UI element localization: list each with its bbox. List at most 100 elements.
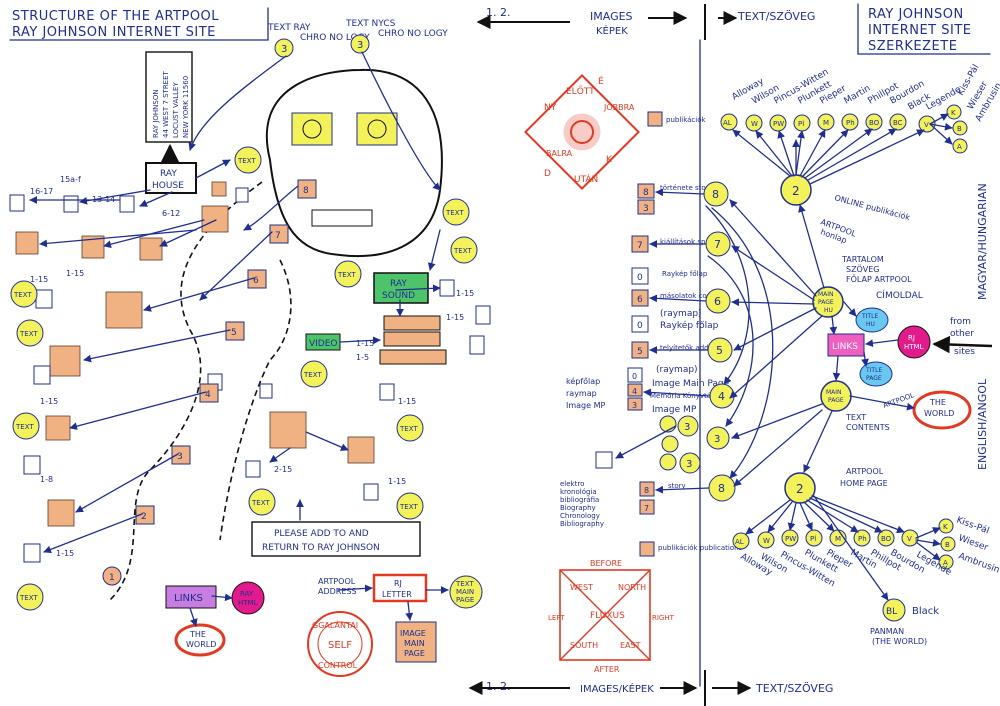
svg-text:M: M bbox=[823, 119, 829, 127]
svg-text:PLEASE ADD TO AND: PLEASE ADD TO AND bbox=[274, 529, 369, 539]
grid-nodes bbox=[15, 181, 375, 527]
svg-text:Ph: Ph bbox=[858, 535, 867, 543]
svg-text:1. 2.: 1. 2. bbox=[486, 680, 511, 693]
svg-text:RIGHT: RIGHT bbox=[652, 614, 675, 622]
svg-text:SELF: SELF bbox=[328, 640, 352, 651]
svg-text:TEXT: TEXT bbox=[445, 209, 464, 217]
chronology-nycs: 3 TEXT NYCS CHRO NO LOGY bbox=[345, 19, 448, 54]
svg-text:1-15: 1-15 bbox=[446, 313, 464, 322]
svg-text:LEFT: LEFT bbox=[548, 614, 565, 622]
svg-text:AL: AL bbox=[723, 119, 732, 127]
svg-text:15a-f: 15a-f bbox=[60, 175, 81, 184]
svg-text:7: 7 bbox=[637, 241, 643, 251]
svg-text:BO: BO bbox=[869, 119, 880, 127]
svg-text:SZÖVEG: SZÖVEG bbox=[846, 264, 879, 274]
svg-text:K: K bbox=[951, 109, 956, 117]
svg-text:0: 0 bbox=[637, 321, 643, 331]
svg-text:Image Main Page: Image Main Page bbox=[652, 379, 730, 389]
svg-text:2: 2 bbox=[792, 184, 800, 198]
svg-text:TITLE: TITLE bbox=[865, 367, 882, 374]
svg-text:D: D bbox=[544, 169, 551, 179]
rj-letter-node: RJ LETTER bbox=[372, 573, 428, 603]
svg-text:ARTPOOL: ARTPOOL bbox=[318, 577, 356, 586]
svg-text:story: story bbox=[668, 482, 686, 490]
svg-text:SOUND: SOUND bbox=[382, 291, 415, 301]
artpool-home-page-label: ARTPOOL HOME PAGE bbox=[840, 467, 888, 488]
svg-text:3: 3 bbox=[684, 422, 690, 433]
svg-text:BALRA: BALRA bbox=[546, 149, 573, 158]
svg-text:TEXT RAY: TEXT RAY bbox=[267, 23, 311, 33]
svg-text:2: 2 bbox=[141, 512, 147, 522]
svg-text:CHRO NO LOGY: CHRO NO LOGY bbox=[300, 33, 370, 43]
svg-text:Ambrusin: Ambrusin bbox=[957, 551, 1000, 575]
svg-text:2-15: 2-15 bbox=[274, 465, 292, 474]
online-publikaciok-label: ONLINE publikációk bbox=[833, 192, 911, 222]
publikaciok-top-box bbox=[647, 111, 663, 127]
svg-text:PW: PW bbox=[785, 535, 796, 543]
svg-text:elektro: elektro bbox=[560, 480, 584, 488]
svg-text:Biography: Biography bbox=[560, 504, 596, 512]
svg-text:MAIN: MAIN bbox=[818, 291, 834, 298]
svg-text:WEST: WEST bbox=[570, 583, 593, 592]
text-bubbles: TEXT TEXT TEXT TEXT TEXT TEXT TEXT TEXT … bbox=[10, 146, 478, 611]
svg-text:6: 6 bbox=[714, 295, 721, 308]
svg-text:HOUSE: HOUSE bbox=[152, 181, 184, 191]
svg-text:2: 2 bbox=[796, 482, 804, 496]
svg-text:PAGE: PAGE bbox=[456, 596, 474, 604]
svg-text:Ph: Ph bbox=[846, 119, 855, 127]
right-the-world-node: THE WORLD bbox=[912, 390, 972, 430]
top-author-nodes: AL W PW Pl M Ph BO BC V K B A bbox=[720, 104, 968, 154]
svg-text:1-15: 1-15 bbox=[456, 289, 474, 298]
svg-text:HU: HU bbox=[824, 307, 833, 314]
svg-text:3: 3 bbox=[686, 459, 692, 470]
svg-text:from: from bbox=[950, 317, 971, 327]
svg-text:PANMAN: PANMAN bbox=[870, 627, 904, 636]
publikaciok-top-label: publikációk bbox=[666, 116, 707, 124]
svg-text:TEXT: TEXT bbox=[15, 423, 34, 431]
fluxus-stamp: BEFORE WEST NORTH FLUXUS LEFT RIGHT SOUT… bbox=[548, 559, 675, 674]
svg-text:TEXT: TEXT bbox=[237, 157, 256, 165]
svg-text:BC: BC bbox=[893, 119, 903, 127]
svg-text:Raykép főlap: Raykép főlap bbox=[660, 320, 719, 331]
svg-text:LINKS: LINKS bbox=[832, 342, 858, 352]
svg-text:GGALÁNTAI: GGALÁNTAI bbox=[312, 619, 358, 630]
svg-text:másolatok copies: másolatok copies bbox=[660, 292, 721, 300]
svg-text:THE: THE bbox=[189, 630, 206, 639]
svg-text:RJ: RJ bbox=[908, 334, 915, 342]
from-other-sites-label: from other sites bbox=[950, 317, 975, 357]
right-rj-html-node: RJ HTML bbox=[897, 325, 931, 359]
svg-text:TEXT: TEXT bbox=[19, 594, 38, 602]
svg-text:A: A bbox=[943, 559, 948, 567]
svg-text:IMAGES/KÉPEK: IMAGES/KÉPEK bbox=[580, 682, 654, 695]
svg-text:TEXT: TEXT bbox=[303, 371, 322, 379]
svg-text:V: V bbox=[924, 121, 929, 129]
svg-text:Pl: Pl bbox=[798, 120, 804, 128]
svg-text:NY: NY bbox=[544, 103, 557, 113]
svg-text:(THE WORLD): (THE WORLD) bbox=[872, 637, 927, 646]
svg-text:8: 8 bbox=[303, 186, 309, 196]
video-node: VIDEO bbox=[305, 333, 341, 351]
svg-text:TEXT: TEXT bbox=[399, 425, 418, 433]
svg-text:bibliográfia: bibliográfia bbox=[560, 496, 599, 504]
svg-text:3: 3 bbox=[357, 40, 363, 51]
svg-text:3: 3 bbox=[714, 434, 720, 445]
svg-text:Chronology: Chronology bbox=[560, 512, 600, 520]
svg-text:Memória Könyvtár: Memória Könyvtár bbox=[650, 392, 714, 400]
cimoldal-label: CÍMOLDAL bbox=[876, 289, 923, 301]
svg-text:CHRO NO LOGY: CHRO NO LOGY bbox=[378, 29, 448, 39]
svg-text:8: 8 bbox=[718, 482, 725, 495]
svg-text:8: 8 bbox=[643, 188, 649, 198]
please-add-box: PLEASE ADD TO AND RETURN TO RAY JOHNSON bbox=[251, 521, 421, 557]
svg-text:HOME PAGE: HOME PAGE bbox=[840, 479, 888, 488]
svg-text:TEXT: TEXT bbox=[19, 330, 38, 338]
top-nav-numbers: 1. 2. bbox=[486, 6, 511, 19]
from-other-sites-arrow bbox=[932, 335, 993, 354]
svg-text:6: 6 bbox=[253, 276, 259, 286]
svg-text:RAY: RAY bbox=[160, 169, 177, 179]
svg-text:HTML: HTML bbox=[904, 343, 924, 351]
svg-text:SOUTH: SOUTH bbox=[570, 641, 598, 650]
text-main-page-node: TEXT MAIN PAGE bbox=[449, 575, 483, 609]
svg-text:AL: AL bbox=[735, 538, 744, 546]
title-page-node: TITLE PAGE bbox=[859, 361, 893, 387]
